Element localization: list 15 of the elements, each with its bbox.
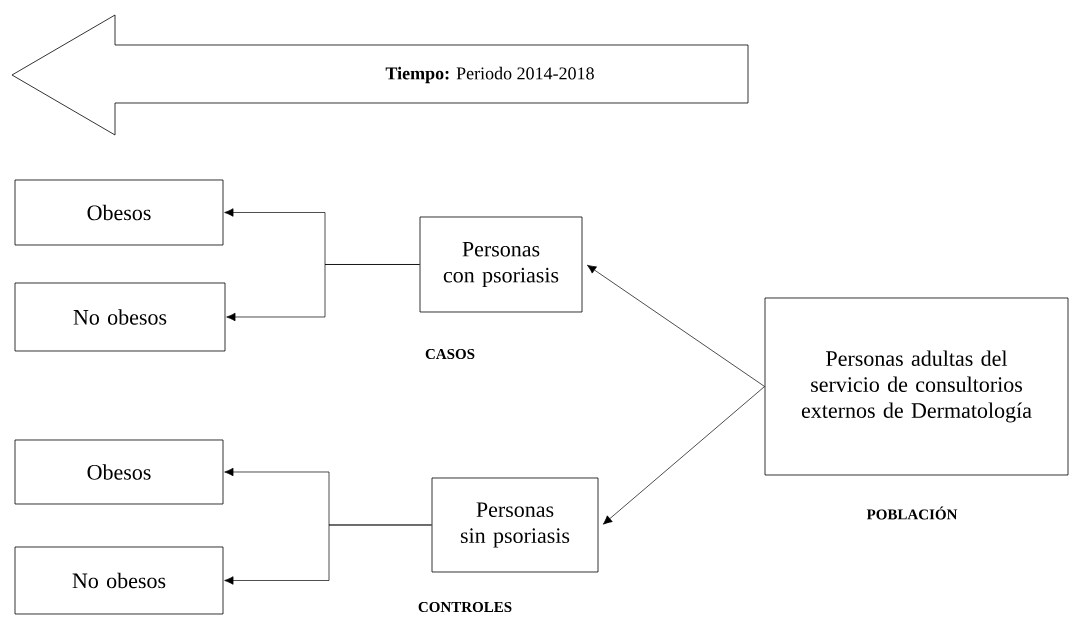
arrow xyxy=(226,264,420,322)
arrow xyxy=(224,524,432,585)
arrow-box: Tiempo: Periodo 2014-2018 xyxy=(11,14,749,136)
process-box: Personas adultas del servicio de consultorios externos de Dermatología xyxy=(764,297,1069,476)
process-box: Obesos xyxy=(14,439,224,505)
process-box: Obesos xyxy=(14,179,224,246)
group-label: POBLACIÓN xyxy=(866,506,958,520)
group-label: CONTROLES xyxy=(418,601,512,613)
group-label: CASOS xyxy=(425,348,475,360)
arrow xyxy=(603,386,765,525)
process-box: No obesos xyxy=(14,546,224,615)
process-box: Personas con psoriasis xyxy=(419,216,583,313)
process-box: Personas sin psoriasis xyxy=(431,477,599,573)
process-box: No obesos xyxy=(14,282,226,352)
arrow xyxy=(587,264,765,387)
